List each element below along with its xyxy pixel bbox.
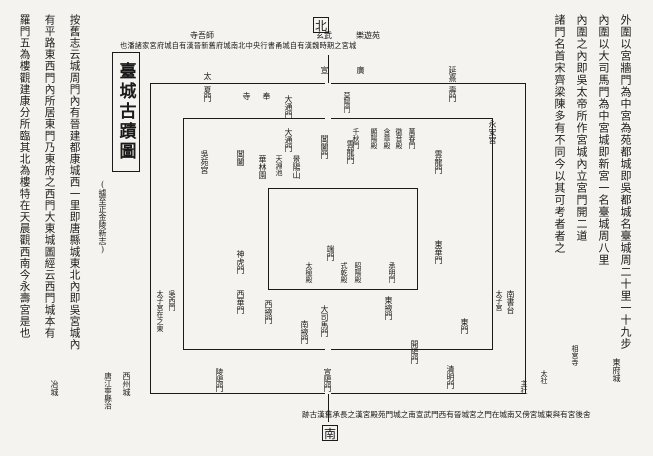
label-taizi-west: 太子宮在之東 <box>156 290 164 332</box>
label-m-datong: 大通門 <box>284 128 293 152</box>
label-qingming: 清明門 <box>446 365 455 389</box>
axis-line <box>328 55 329 83</box>
label-m-wanchun: 萬春門 <box>408 128 416 149</box>
outer-wall <box>150 83 526 394</box>
label-zhushe: 主社 <box>520 380 528 394</box>
label-m-hualin: 華林園 <box>258 155 267 179</box>
label-m-tianyuan: 天淵池 <box>275 155 283 176</box>
label-yanxi: 延熹 <box>448 66 457 82</box>
label-i-shiqian: 式乾殿 <box>340 262 348 283</box>
label-i-huiyin: 徽音殿 <box>395 128 403 149</box>
right-text-3: 內圍之內即吳太帝所作宮城內立宮門開二道 <box>575 14 588 242</box>
top-side-label: 寺吾師 <box>190 31 214 40</box>
label-dongmen: 東門 <box>460 318 469 334</box>
right-text-2: 內圍以大司馬門為中宮城即新宮一名臺城周八里 <box>597 14 610 266</box>
label-m-changhe: 閶闔 <box>236 150 245 166</box>
label-m-yunlong: 雲龍門 <box>434 150 443 174</box>
axis-line <box>328 394 329 422</box>
label-taishe: 太社 <box>540 370 548 384</box>
label-wuyuan: 吳苑宮 <box>200 150 209 174</box>
label-xizhou: 西州城 <box>122 372 131 396</box>
left-text-2: 有平路東西門內所居東門乃東府之西門大東城圖經云西門城本有 <box>43 14 56 339</box>
left-text-3: 羅門五為樓觀建康分所臨其北為樓特在天晨觀西南今永壽宮是也 <box>18 14 31 339</box>
label-i-duanmen: 端門 <box>326 245 335 261</box>
map-title: 臺城古蹟圖 <box>112 52 140 172</box>
label-feng: 奉 <box>262 92 271 100</box>
label-yecheng: 冶城 <box>50 380 59 396</box>
gate-gap <box>325 347 331 353</box>
label-nanshutai: 南書台 <box>506 290 515 314</box>
label-i-xianyang: 顯陽殿 <box>370 128 378 149</box>
right-text-1: 外圍以宮牆門為中宮為苑都城即吳都城名臺城周二十里一十九步 <box>619 14 632 350</box>
label-xiamen: 夏門 <box>203 86 212 102</box>
label-moyang: 莫陽門 <box>343 92 351 113</box>
label-si: 寺 <box>242 92 251 100</box>
inner-wall <box>268 188 418 290</box>
label-m-dasima: 大司馬門 <box>320 305 329 337</box>
top-gate-xuanwu: 玄武 <box>316 31 332 40</box>
left-text-1: 按舊志云城周門內有晉建都康城西一里即唐縣城東北內即吳宮城內 <box>68 14 81 351</box>
bottom-inscription: 跡古漢舊承長之漢宮殿苑門城之南宣武門西有晉城宮之門在城南又傍宮城東與有宮後舍 <box>302 410 591 419</box>
label-i-yunlong: 雲龍門 <box>346 140 355 164</box>
label-i-hanzhang: 含章殿 <box>383 128 391 149</box>
label-m-qianqiu: 千秋門 <box>352 128 360 149</box>
label-shoumen: 壽門 <box>448 86 457 102</box>
label-i-changhe: 閶闔門 <box>320 135 329 159</box>
label-dongfu: 東府城 <box>612 358 621 382</box>
right-text-4: 諸門名首宋齊梁陳多有不同今以其可考者者之 <box>553 14 566 254</box>
north-marker: 北 <box>313 17 329 33</box>
label-m-dongye: 東掖門 <box>384 296 393 320</box>
label-m-xiye: 西掖門 <box>264 300 273 324</box>
label-m-xihua: 西華門 <box>236 290 245 314</box>
source-note: (據至正金陵新志) <box>98 180 107 254</box>
label-m-donghua: 東華門 <box>434 240 443 264</box>
label-taizi-east: 太子宮 <box>495 290 503 311</box>
label-datong: 大通門 <box>284 95 293 119</box>
label-lingyang: 陵陽門 <box>215 368 224 392</box>
label-i-taiji: 太極殿 <box>305 262 313 283</box>
label-wu-west-gate: 吳西門 <box>168 290 176 311</box>
label-guang: 廣 <box>356 66 365 74</box>
label-xianggong: 相宮寺 <box>571 345 579 366</box>
label-i-chengming: 承明門 <box>388 262 396 283</box>
label-m-jingyang: 景陽山 <box>292 155 301 179</box>
label-xuan: 宣 <box>320 66 329 74</box>
gate-gap <box>325 115 331 121</box>
middle-wall <box>183 118 493 350</box>
label-xuanyang: 宣陽門 <box>323 368 332 392</box>
label-jiangning: 唐江寧縣治 <box>103 372 113 410</box>
label-tai: 太 <box>203 72 212 80</box>
label-m-shenhu: 神虎門 <box>236 250 245 274</box>
top-inscription: 也潘諸家宮府城自有漢晉新舊府城南北中央行書甬城自有漢魏時期之宮城 <box>120 41 357 50</box>
top-gate-leyou: 樂遊苑 <box>356 31 380 40</box>
label-i-zhaoyang: 昭陽殿 <box>354 262 362 283</box>
label-m-nanye: 南掖門 <box>300 320 309 344</box>
south-marker: 南 <box>322 425 338 441</box>
label-kaiyang: 開陽門 <box>410 340 419 364</box>
label-yongan: 永安宮 <box>488 120 497 144</box>
gate-gap <box>325 80 331 86</box>
